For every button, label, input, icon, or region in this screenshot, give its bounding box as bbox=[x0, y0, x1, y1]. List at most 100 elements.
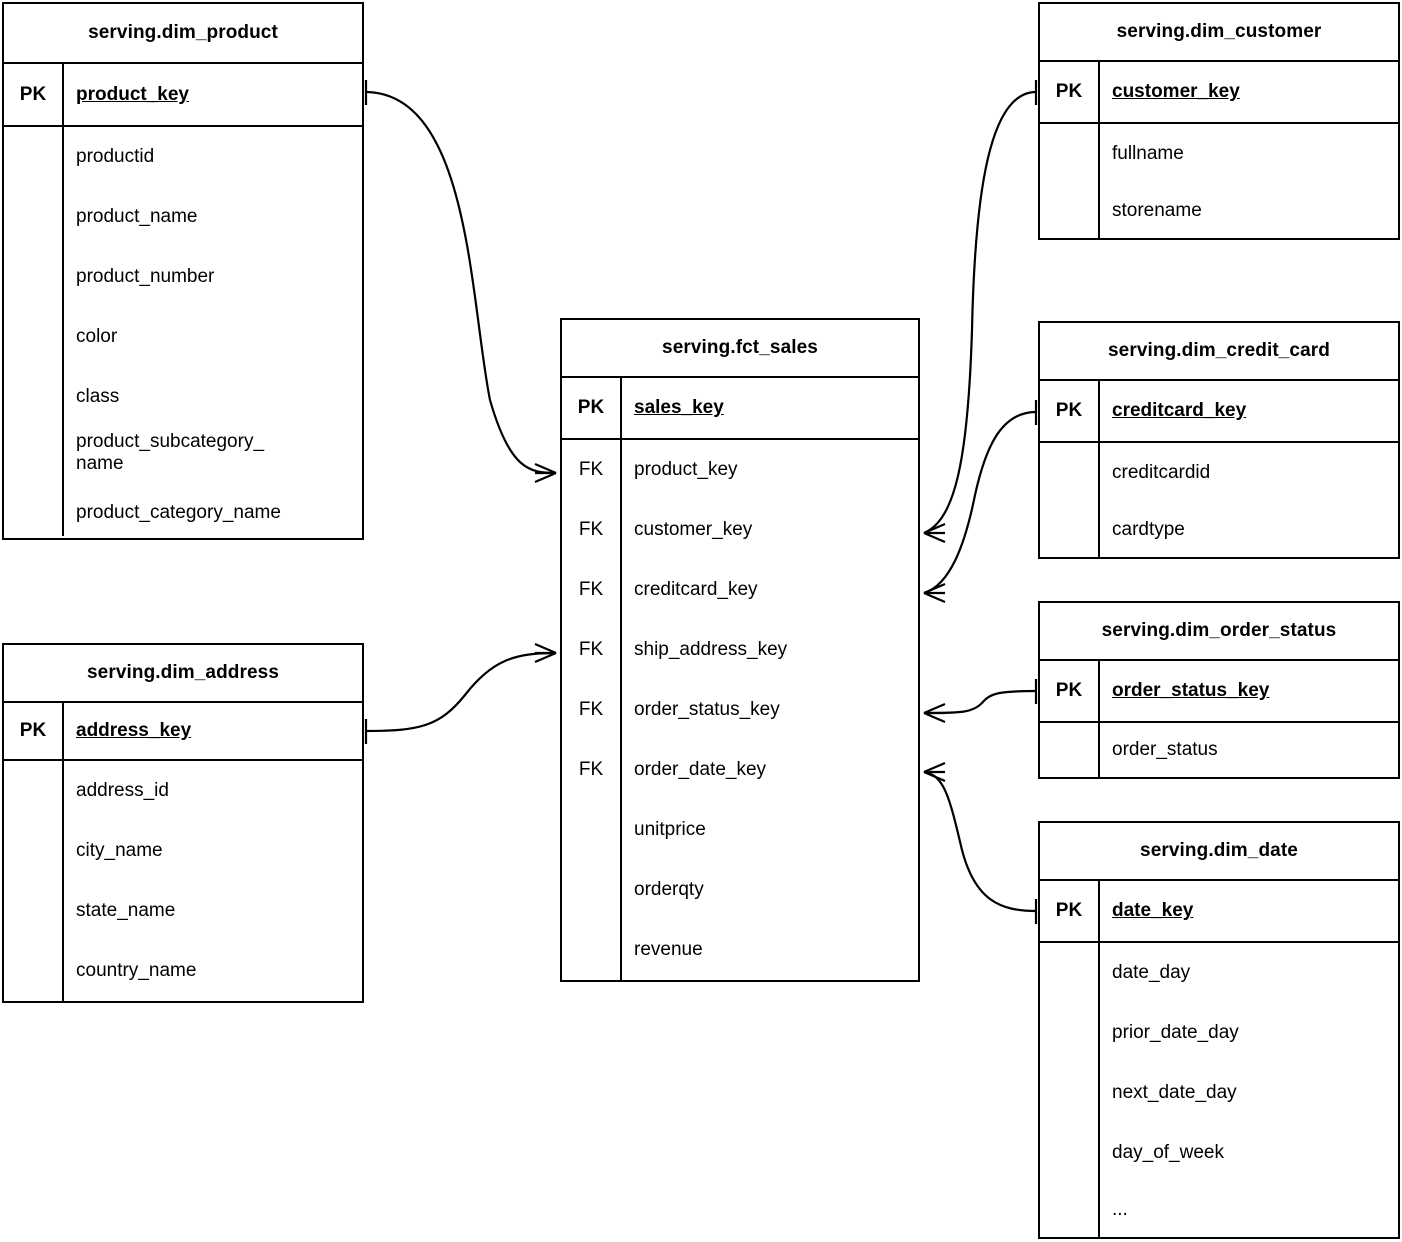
entity-dim-date[interactable]: serving.dim_date PK date_key date_day pr… bbox=[1038, 821, 1400, 1239]
entity-title-dim-address: serving.dim_address bbox=[4, 645, 362, 703]
attribute-row: country_name bbox=[76, 960, 197, 981]
attribute-row: storename bbox=[1112, 200, 1202, 221]
entity-title-dim-credit-card: serving.dim_credit_card bbox=[1040, 323, 1398, 381]
attribute-block-dim-order-status: order_status bbox=[1040, 723, 1398, 777]
pk-row-dim-credit-card: PK creditcard_key bbox=[1040, 381, 1398, 443]
pk-name-dim-product: product_key bbox=[76, 83, 189, 105]
attribute-row: color bbox=[76, 326, 118, 347]
attribute-row: ... bbox=[1112, 1199, 1128, 1220]
attribute-row: fullname bbox=[1112, 143, 1184, 164]
pk-row-dim-address: PK address_key bbox=[4, 703, 362, 761]
measure-row: unitprice bbox=[634, 819, 706, 840]
attribute-row: product_name bbox=[76, 206, 198, 227]
attribute-block-dim-address: address_id city_name state_name country_… bbox=[4, 761, 362, 1001]
fk-row-order-date-key: FK order_date_key bbox=[562, 740, 918, 800]
fk-row-order-status-key: FK order_status_key bbox=[562, 680, 918, 740]
pk-marker-dim-date: PK bbox=[1040, 881, 1100, 941]
fk-marker-order-date-key: FK bbox=[562, 740, 622, 800]
attribute-column-dim-credit-card: creditcardid cardtype bbox=[1100, 443, 1398, 557]
entity-title-fct-sales: serving.fct_sales bbox=[562, 320, 918, 378]
attribute-row: prior_date_day bbox=[1112, 1022, 1239, 1043]
empty-key-column-dim-customer bbox=[1040, 124, 1100, 238]
relationship-dim-order-status-to-fct-sales bbox=[923, 679, 1038, 724]
pk-name-dim-date: date_key bbox=[1112, 900, 1194, 922]
crow-foot-fct-sales-creditcard-key bbox=[923, 582, 946, 604]
measure-block-fct-sales: unitprice orderqty revenue bbox=[562, 800, 918, 980]
attribute-row: state_name bbox=[76, 900, 176, 921]
entity-title-dim-order-status: serving.dim_order_status bbox=[1040, 603, 1398, 661]
crow-foot-fct-sales-ship-address-key bbox=[534, 642, 557, 664]
fk-name-ship-address-key: ship_address_key bbox=[634, 639, 788, 661]
crow-foot-fct-sales-product-key bbox=[534, 462, 557, 484]
crow-foot-fct-sales-order-status-key bbox=[923, 702, 946, 724]
entity-dim-address[interactable]: serving.dim_address PK address_key addre… bbox=[2, 643, 364, 1003]
pk-marker-dim-credit-card: PK bbox=[1040, 381, 1100, 441]
fk-marker-order-status-key: FK bbox=[562, 680, 622, 740]
attribute-block-dim-customer: fullname storename bbox=[1040, 124, 1398, 238]
pk-marker-dim-product: PK bbox=[4, 64, 64, 125]
pk-name-dim-address: address_key bbox=[76, 720, 192, 742]
entity-title-dim-product: serving.dim_product bbox=[4, 4, 362, 64]
pk-row-dim-order-status: PK order_status_key bbox=[1040, 661, 1398, 723]
attribute-block-dim-date: date_day prior_date_day next_date_day da… bbox=[1040, 943, 1398, 1237]
empty-key-column-fct-sales bbox=[562, 800, 622, 980]
fk-row-ship-address-key: FK ship_address_key bbox=[562, 620, 918, 680]
pk-marker-dim-order-status: PK bbox=[1040, 661, 1100, 721]
fk-row-product-key: FK product_key bbox=[562, 440, 918, 500]
attribute-column-dim-customer: fullname storename bbox=[1100, 124, 1398, 238]
pk-marker-fct-sales: PK bbox=[562, 378, 622, 438]
entity-dim-product[interactable]: serving.dim_product PK product_key produ… bbox=[2, 2, 364, 540]
attribute-row: productid bbox=[76, 146, 155, 167]
measure-column-fct-sales: unitprice orderqty revenue bbox=[622, 800, 918, 980]
entity-title-dim-customer: serving.dim_customer bbox=[1040, 4, 1398, 62]
fk-row-customer-key: FK customer_key bbox=[562, 500, 918, 560]
relationship-dim-credit-card-to-fct-sales bbox=[923, 400, 1038, 604]
attribute-row: class bbox=[76, 386, 120, 407]
attribute-row: product_number bbox=[76, 266, 215, 287]
relationship-dim-address-to-fct-sales bbox=[364, 642, 557, 744]
entity-dim-customer[interactable]: serving.dim_customer PK customer_key ful… bbox=[1038, 2, 1400, 240]
pk-marker-dim-customer: PK bbox=[1040, 62, 1100, 122]
crow-foot-fct-sales-customer-key bbox=[923, 522, 946, 544]
attribute-column-dim-order-status: order_status bbox=[1100, 723, 1398, 777]
relationship-dim-product-to-fct-sales bbox=[364, 80, 557, 484]
attribute-column-dim-product: productid product_name product_number co… bbox=[64, 127, 362, 536]
relationship-dim-date-to-fct-sales bbox=[923, 761, 1038, 924]
fk-name-product-key: product_key bbox=[634, 459, 738, 481]
pk-row-dim-customer: PK customer_key bbox=[1040, 62, 1398, 124]
measure-row: revenue bbox=[634, 939, 703, 960]
attribute-block-dim-product: productid product_name product_number co… bbox=[4, 127, 362, 536]
fk-name-creditcard-key: creditcard_key bbox=[634, 579, 758, 601]
empty-key-column-dim-address bbox=[4, 761, 64, 1001]
fk-name-order-status-key: order_status_key bbox=[634, 699, 780, 721]
entity-dim-order-status[interactable]: serving.dim_order_status PK order_status… bbox=[1038, 601, 1400, 779]
attribute-row: date_day bbox=[1112, 962, 1191, 983]
entity-dim-credit-card[interactable]: serving.dim_credit_card PK creditcard_ke… bbox=[1038, 321, 1400, 559]
attribute-row: product_subcategory_ name bbox=[76, 431, 265, 475]
fk-marker-product-key: FK bbox=[562, 440, 622, 500]
fk-name-order-date-key: order_date_key bbox=[634, 759, 767, 781]
attribute-row: order_status bbox=[1112, 739, 1218, 760]
pk-name-fct-sales: sales_key bbox=[634, 397, 724, 419]
attribute-row: address_id bbox=[76, 780, 169, 801]
fk-marker-creditcard-key: FK bbox=[562, 560, 622, 620]
pk-marker-dim-address: PK bbox=[4, 703, 64, 759]
attribute-row: day_of_week bbox=[1112, 1142, 1224, 1163]
pk-name-dim-order-status: order_status_key bbox=[1112, 680, 1270, 702]
attribute-row: city_name bbox=[76, 840, 163, 861]
empty-key-column-dim-order-status bbox=[1040, 723, 1100, 777]
attribute-row: product_category_name bbox=[76, 501, 281, 523]
measure-row: orderqty bbox=[634, 879, 704, 900]
pk-name-dim-customer: customer_key bbox=[1112, 81, 1240, 103]
pk-name-dim-credit-card: creditcard_key bbox=[1112, 400, 1247, 422]
attribute-column-dim-address: address_id city_name state_name country_… bbox=[64, 761, 362, 1001]
attribute-column-dim-date: date_day prior_date_day next_date_day da… bbox=[1100, 943, 1398, 1237]
empty-key-column-dim-product bbox=[4, 127, 64, 536]
crow-foot-fct-sales-order-date-key bbox=[923, 761, 946, 783]
pk-row-dim-product: PK product_key bbox=[4, 64, 362, 127]
entity-fct-sales[interactable]: serving.fct_sales PK sales_key FK produc… bbox=[560, 318, 920, 982]
fk-row-creditcard-key: FK creditcard_key bbox=[562, 560, 918, 620]
attribute-row: next_date_day bbox=[1112, 1082, 1237, 1103]
empty-key-column-dim-date bbox=[1040, 943, 1100, 1237]
